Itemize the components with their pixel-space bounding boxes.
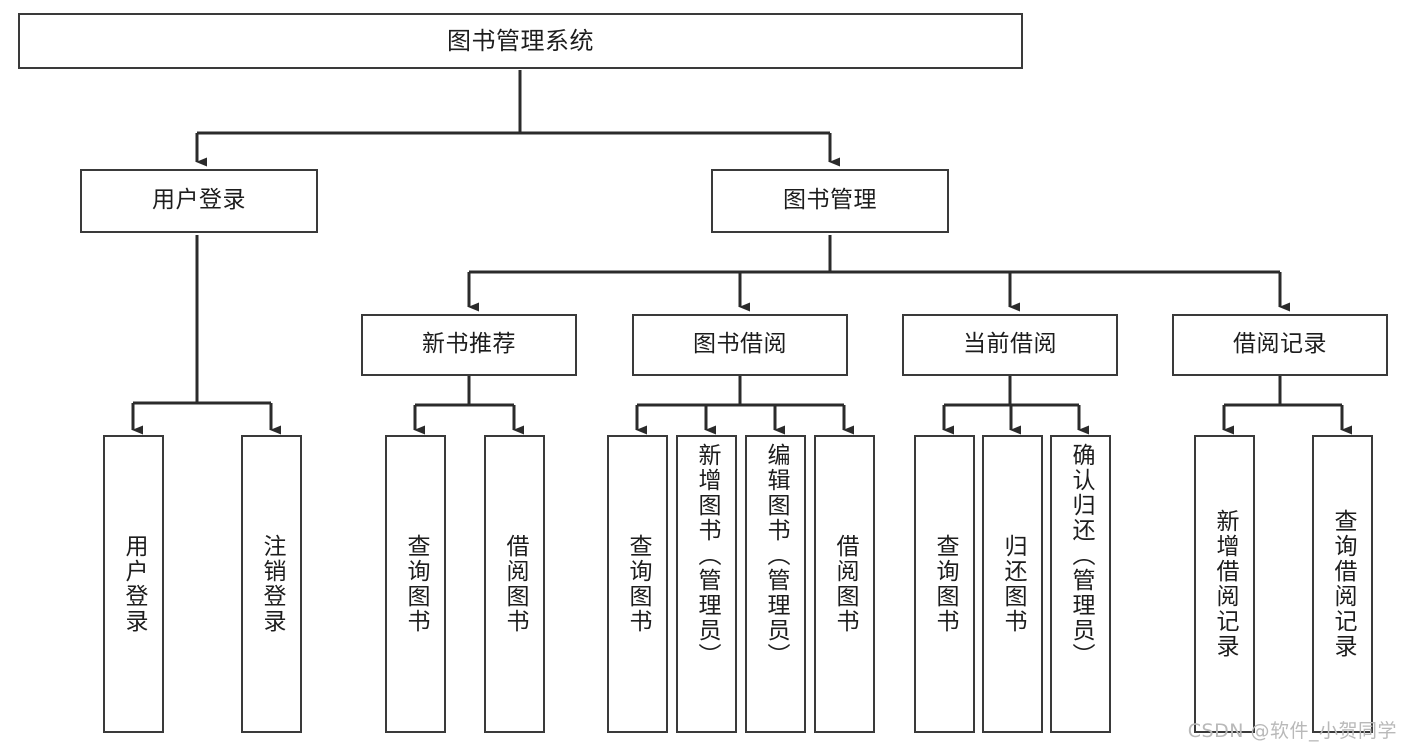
node-label: 图书管理 [783,187,877,214]
node-borrow-record[interactable]: 借阅记录 [1172,314,1388,376]
node-label: 当前借阅 [963,331,1057,358]
node-label: 用户登录 [121,534,147,634]
leaf-add-borrow-record[interactable]: 新增借阅记录 [1194,435,1255,733]
node-label: 注销登录 [259,534,285,634]
node-book-management[interactable]: 图书管理 [711,169,949,233]
leaf-return-book[interactable]: 归还图书 [982,435,1043,733]
leaf-user-login[interactable]: 用户登录 [103,435,164,733]
node-label: 查询图书 [932,534,958,634]
node-label: 用户登录 [152,187,246,214]
leaf-current-query-book[interactable]: 查询图书 [914,435,975,733]
node-book-borrow[interactable]: 图书借阅 [632,314,848,376]
node-label: 借阅图书 [502,534,528,634]
node-user-login[interactable]: 用户登录 [80,169,318,233]
leaf-confirm-return-admin[interactable]: 确认归还（管理员） [1050,435,1111,733]
node-new-book-recommend[interactable]: 新书推荐 [361,314,577,376]
node-label: 确认归还（管理员） [1068,443,1094,668]
node-label: 查询图书 [625,534,651,634]
node-label: 新增借阅记录 [1212,509,1238,659]
leaf-new-book-query[interactable]: 查询图书 [385,435,446,733]
leaf-borrow-book[interactable]: 借阅图书 [814,435,875,733]
node-current-borrow[interactable]: 当前借阅 [902,314,1118,376]
node-label: 查询借阅记录 [1330,509,1356,659]
node-label: 编辑图书（管理员） [763,443,789,668]
node-label: 查询图书 [403,534,429,634]
node-label: 借阅记录 [1233,331,1327,358]
leaf-query-borrow-record[interactable]: 查询借阅记录 [1312,435,1373,733]
node-label: 新书推荐 [422,331,516,358]
node-root-system[interactable]: 图书管理系统 [18,13,1023,69]
node-label: 新增图书（管理员） [694,443,720,668]
leaf-edit-book-admin[interactable]: 编辑图书（管理员） [745,435,806,733]
node-label: 归还图书 [1000,534,1026,634]
leaf-new-book-borrow[interactable]: 借阅图书 [484,435,545,733]
node-label: 图书借阅 [693,331,787,358]
leaf-add-book-admin[interactable]: 新增图书（管理员） [676,435,737,733]
node-label: 图书管理系统 [447,26,594,55]
leaf-borrow-query-book[interactable]: 查询图书 [607,435,668,733]
leaf-user-logout[interactable]: 注销登录 [241,435,302,733]
watermark-text: CSDN @软件_小贺同学 [1187,720,1397,742]
node-label: 借阅图书 [832,534,858,634]
